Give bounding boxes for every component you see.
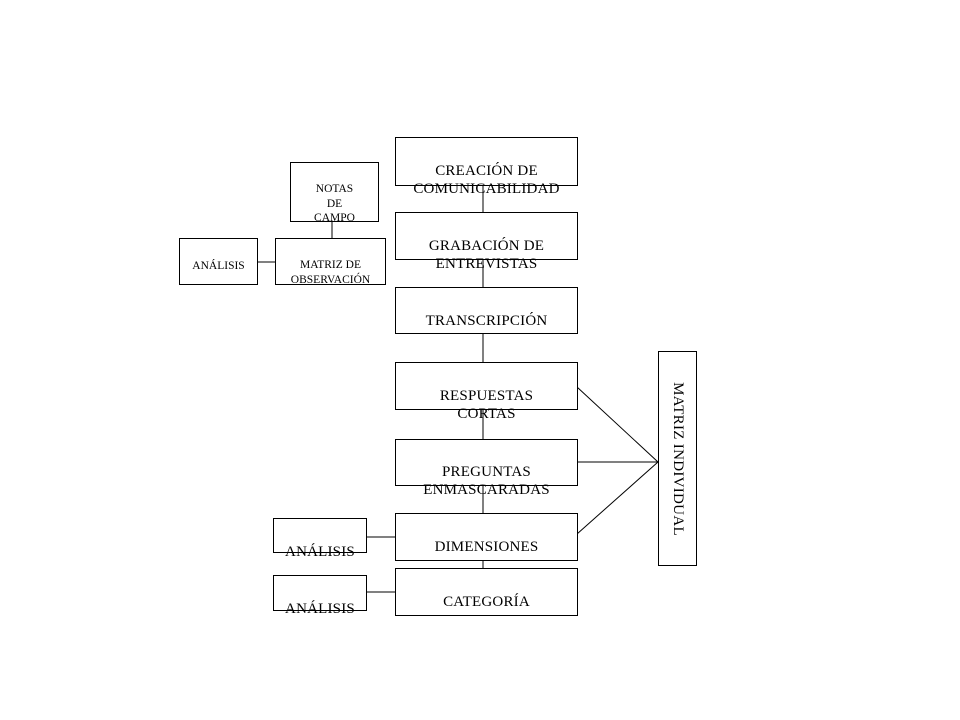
respuestas-cortas-box: RESPUESTAS CORTAS — [395, 362, 578, 422]
categoria-label: CATEGORÍA — [443, 594, 530, 610]
notas-de-campo-box: NOTAS DE CAMPO — [290, 162, 379, 225]
respuestas-cortas-label: RESPUESTAS CORTAS — [439, 388, 534, 422]
matriz-observacion-label: MATRIZ DE OBSERVACIÓN — [290, 259, 371, 286]
connector-respuestas-matriz-individual — [576, 386, 659, 463]
analisis-dimensiones-box: ANÁLISIS — [273, 518, 367, 560]
analisis-observacion-box: ANÁLISIS — [179, 238, 258, 285]
matriz-individual-box: MATRIZ INDIVIDUAL — [658, 351, 697, 566]
preguntas-enmascaradas-box: PREGUNTAS ENMASCARADAS — [395, 439, 578, 498]
notas-de-campo-label: NOTAS DE CAMPO — [314, 183, 355, 225]
connector-dimensiones-matriz-individual — [576, 461, 659, 535]
matriz-individual-label: MATRIZ INDIVIDUAL — [669, 381, 686, 536]
analisis-categoria-label: ANÁLISIS — [285, 601, 355, 617]
dimensiones-label: DIMENSIONES — [434, 539, 539, 555]
preguntas-enmascaradas-label: PREGUNTAS ENMASCARADAS — [423, 464, 550, 498]
analisis-categoria-box: ANÁLISIS — [273, 575, 367, 617]
creacion-comunicabilidad-box: CREACIÓN DE COMUNICABILIDAD — [395, 137, 578, 197]
analisis-dimensiones-label: ANÁLISIS — [285, 544, 355, 560]
creacion-comunicabilidad-label: CREACIÓN DE COMUNICABILIDAD — [413, 163, 560, 197]
grabacion-entrevistas-label: GRABACIÓN DE ENTREVISTAS — [428, 238, 545, 272]
transcripcion-box: TRANSCRIPCIÓN — [395, 287, 578, 334]
dimensiones-box: DIMENSIONES — [395, 513, 578, 561]
grabacion-entrevistas-box: GRABACIÓN DE ENTREVISTAS — [395, 212, 578, 272]
transcripcion-label: TRANSCRIPCIÓN — [425, 313, 548, 329]
matriz-observacion-box: MATRIZ DE OBSERVACIÓN — [275, 238, 386, 286]
categoria-box: CATEGORÍA — [395, 568, 578, 616]
analisis-observacion-label: ANÁLISIS — [192, 260, 245, 273]
